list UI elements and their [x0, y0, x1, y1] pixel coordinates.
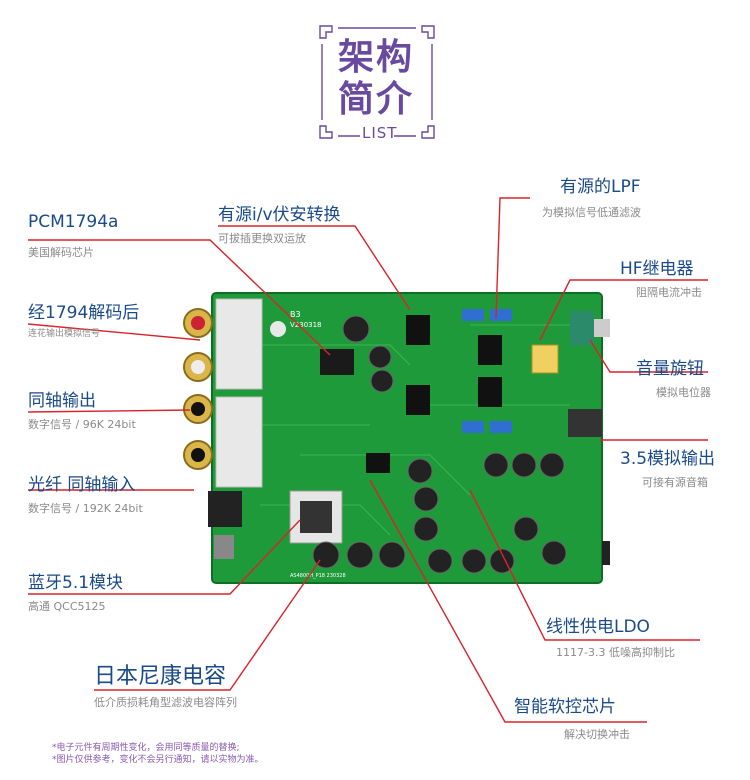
opamp-3 — [478, 335, 502, 365]
audio-jack — [568, 409, 602, 437]
lpf-label: 有源的LPF — [560, 177, 641, 197]
usb-port — [214, 535, 234, 559]
title-frame — [319, 25, 435, 139]
opamp-2 — [406, 385, 430, 415]
footnote-2: *图片仅供参考，变化不会另行通知，请以实物为准。 — [52, 755, 264, 765]
pcm1794-chip — [320, 349, 354, 375]
hf-label: HF继电器 — [620, 259, 694, 279]
nichicon-sub: 低介质损耗角型滤波电容阵列 — [94, 696, 237, 709]
lpf-sub: 为模拟信号低通滤波 — [542, 206, 641, 219]
smart-chip — [366, 453, 390, 473]
opamp-4 — [478, 377, 502, 407]
ldo-sub: 1117-3.3 低噪高抑制比 — [556, 646, 675, 659]
line-pcm — [28, 239, 331, 356]
iv-sub: 可拔插更换双运放 — [218, 232, 306, 245]
rca-jacks — [183, 298, 263, 488]
vol-label: 音量旋钮 — [636, 359, 704, 379]
hf-relay — [531, 344, 559, 374]
board-logo — [270, 321, 286, 337]
board-bottom-text: AS4800H_P18 230328 — [290, 573, 346, 579]
coax-sub: 数字信号 / 96K 24bit — [28, 418, 136, 431]
nichicon-label: 日本尼康电容 — [94, 664, 227, 689]
vol-sub: 模拟电位器 — [656, 386, 711, 399]
line-coax — [27, 409, 191, 413]
ldo-label: 线性供电LDO — [546, 617, 650, 637]
pcm-label: PCM1794a — [28, 212, 119, 232]
volume-pot — [570, 311, 594, 345]
coax-label: 同轴输出 — [28, 391, 96, 411]
title-line2: 简介 — [338, 79, 415, 120]
pcb-board: B3 V230318 AS4800H_P18 230328 — [183, 292, 610, 584]
smart-sub: 解决切换冲击 — [564, 728, 630, 741]
after-sub: 连花输出模拟信号 — [28, 329, 101, 339]
after-label: 经1794解码后 — [28, 303, 140, 323]
line-lpf — [495, 197, 530, 319]
out35-sub: 可接有源音箱 — [642, 476, 708, 489]
optical-port — [208, 491, 242, 527]
out35-label: 3.5模拟输出 — [620, 449, 716, 469]
board-mark1: B3 — [290, 310, 301, 319]
bt-sub: 高通 QCC5125 — [28, 600, 106, 613]
line-ldo — [469, 489, 700, 641]
optical-sub: 数字信号 / 192K 24bit — [28, 502, 143, 515]
title-en: LIST — [362, 124, 398, 142]
line-nichicon — [94, 559, 321, 691]
line-bt — [28, 519, 301, 595]
board-mark2: V230318 — [290, 321, 322, 329]
optical-label: 光纤 同轴输入 — [28, 475, 136, 495]
line-after — [27, 323, 201, 341]
iv-label: 有源i/v伏安转换 — [218, 205, 341, 225]
line-iv — [218, 225, 411, 311]
line-vol — [589, 339, 708, 373]
line-hf — [539, 279, 708, 341]
pcm-sub: 美国解码芯片 — [28, 246, 94, 259]
line-smart — [369, 479, 647, 723]
hf-sub: 阻隔电流冲击 — [636, 286, 702, 299]
smart-label: 智能软控芯片 — [514, 697, 616, 717]
opamp-1 — [406, 315, 430, 345]
title-line1: 架构 — [338, 37, 415, 78]
title-block: 架构 简介 LIST — [318, 24, 436, 142]
switch — [602, 541, 610, 565]
footnote-1: *电子元件有周期性变化，会用同等质量的替换; — [52, 743, 240, 753]
bt-label: 蓝牙5.1模块 — [28, 573, 124, 593]
